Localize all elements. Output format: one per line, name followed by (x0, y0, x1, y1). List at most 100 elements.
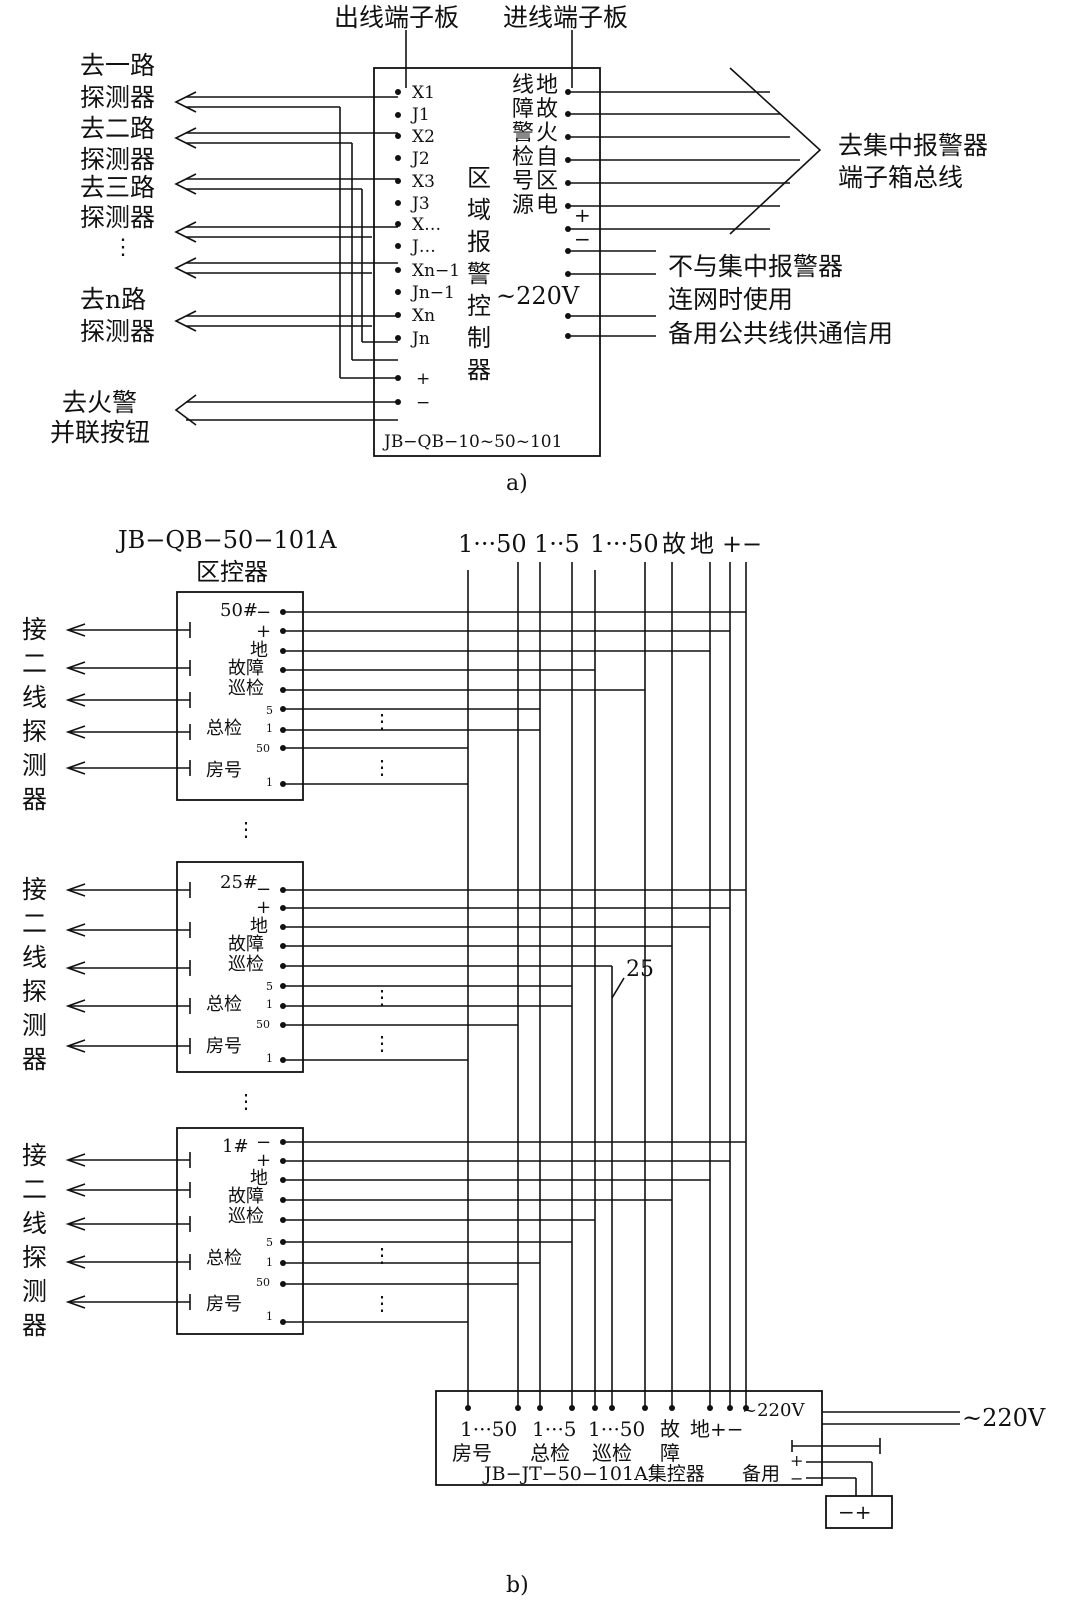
group-1-line2: 探测器 (80, 83, 155, 112)
left-terminal-labels: X1 J1 X2 J2 X3 J3 X… J… Xn−1 Jn−1 Xn Jn … (410, 83, 460, 413)
u1-lbl-2: 线 (22, 1209, 47, 1238)
terminal-x2: X2 (412, 127, 435, 147)
controller-name: 区 域 报 警 控 制 器 (467, 164, 491, 384)
u1-lbl-1: 二 (22, 1175, 47, 1204)
unit-50-n50: 50 (256, 742, 270, 755)
central-controller: 1···50 1···5 1···50 故 地+− ~220V 房号 总检 巡检… (435, 1390, 960, 1529)
header-out-terminal: 出线端子板 (334, 3, 459, 32)
group-1-line1: 去一路 (80, 51, 155, 80)
cc-mains: ~220V (742, 1400, 805, 1421)
group-n-line2: 探测器 (80, 317, 155, 346)
right-label-1-b: 故 (536, 97, 558, 122)
unit-25-patrol: 巡检 (228, 954, 264, 975)
unit-50-room: 房号 (206, 760, 242, 781)
diagram-b: JB−QB−50−101A 区控器 1···50 1··5 1···50 故 地… (22, 526, 1046, 1598)
unit-1-n1b: 1 (266, 1310, 273, 1323)
group-n-line1: 去n路 (80, 285, 146, 314)
terminal-j-ellipsis: J… (410, 237, 436, 257)
fire-button-line2: 并联按钮 (50, 418, 150, 447)
unit-25-n1b: 1 (266, 1052, 273, 1065)
cc-test-label: 总检 (530, 1441, 570, 1465)
cc-model: JB−JT−50−101A集控器 (482, 1463, 705, 1485)
bus-hdr-plus: + (722, 530, 742, 558)
terminal-j3: J3 (410, 194, 430, 214)
u50-lbl-4: 测 (22, 751, 47, 780)
cc-patrol-label: 巡检 (592, 1441, 632, 1465)
cc-test: 1···5 (532, 1417, 577, 1441)
unit-25-plus: + (256, 897, 271, 918)
u1-lbl-3: 探 (22, 1243, 47, 1272)
u50-lbl-0: 接 (22, 615, 47, 644)
power-label: ~220V (496, 282, 580, 310)
terminal-j1: J1 (410, 105, 430, 125)
unit-1-n1a: 1 (266, 1256, 273, 1269)
unit-50-dots-a: ⋮ (372, 709, 392, 733)
vertical-ellipsis: ⋮ (112, 235, 134, 260)
header-in-terminal: 进线端子板 (503, 3, 628, 32)
to-central-line2: 端子箱总线 (838, 163, 963, 192)
unit-50-minus: − (256, 602, 271, 623)
right-label-1-a: 障 (512, 97, 534, 122)
j-bus (339, 107, 398, 379)
terminal-plus: + (416, 369, 430, 389)
unit-25-id: 25# (220, 872, 258, 893)
unit-50-n1b: 1 (266, 776, 273, 789)
terminal-x1: X1 (412, 83, 435, 103)
terminal-jn: Jn (410, 329, 430, 349)
unit-25-ground: 地 (250, 916, 268, 937)
to-central-line1: 去集中报警器 (838, 131, 988, 160)
terminal-jn-1: Jn−1 (410, 283, 455, 303)
u25-lbl-1: 二 (22, 909, 47, 938)
u50-lbl-5: 器 (22, 785, 47, 814)
right-label-0-b: 地 (536, 73, 558, 98)
unit-50-id: 50# (220, 600, 258, 621)
model-a: JB−QB−10~50~101 (382, 432, 562, 452)
cc-batt-minus: − (790, 1469, 803, 1488)
battery-label: −+ (838, 1500, 872, 1524)
right-label-2-b: 火 (536, 121, 558, 146)
cc-ground-power: 地+− (690, 1417, 744, 1441)
unit-1-id: 1# (222, 1136, 249, 1157)
right-label-0-a: 线 (512, 73, 534, 98)
right-label-4-b: 区 (536, 169, 558, 194)
mains-label: ~220V (962, 1404, 1046, 1432)
terminal-minus: − (416, 393, 430, 413)
unit-1-ground: 地 (250, 1168, 268, 1189)
left-arrow-wires (174, 91, 398, 426)
right-minus: − (574, 227, 591, 251)
unit-1-left-label: 接 二 线 探 测 器 (22, 1141, 47, 1340)
terminal-j2: J2 (410, 149, 430, 169)
controller-char-5: 制 (467, 324, 491, 352)
unit-25-dots-b: ⋮ (372, 1031, 392, 1055)
terminal-xn-1: Xn−1 (412, 261, 460, 281)
unit-50-test: 总检 (206, 718, 242, 739)
u25-lbl-0: 接 (22, 875, 47, 904)
cc-room-label: 房号 (452, 1441, 492, 1465)
unit-25-room: 房号 (206, 1036, 242, 1057)
cc-fault: 故 (660, 1417, 680, 1441)
right-terminal-labels: 线地障故警火检自号区源电 (512, 73, 558, 218)
unit-50-ground: 地 (250, 640, 268, 661)
unit-1-fault: 故障 (228, 1186, 264, 1207)
u1-lbl-4: 测 (22, 1277, 47, 1306)
unit-1-dots-a: ⋮ (372, 1243, 392, 1267)
u25-lbl-2: 线 (22, 943, 47, 972)
fire-button-line1: 去火警 (62, 388, 137, 417)
right-label-5-a: 源 (512, 193, 534, 218)
u1-lbl-5: 器 (22, 1311, 47, 1340)
unit-50-n1a: 1 (266, 722, 273, 735)
model-top-name: 区控器 (196, 558, 268, 586)
unit-25: 25# − + 地 故障 巡检 总检 房号 5 1 50 1 ⋮ ⋮ (65, 861, 746, 1073)
spare-line-label: 备用公共线供通信用 (668, 319, 893, 348)
bus-hdr-test: 1··5 (534, 530, 580, 558)
right-label-3-a: 检 (512, 145, 534, 170)
right-label-3-b: 自 (536, 145, 558, 170)
unit-1-plus: + (256, 1150, 271, 1171)
controller-char-6: 器 (467, 356, 491, 384)
u25-lbl-3: 探 (22, 977, 47, 1006)
cc-spare: 备用 (742, 1463, 780, 1485)
cc-batt-plus: + (790, 1451, 803, 1470)
terminal-x-ellipsis: X… (412, 215, 441, 235)
u50-lbl-2: 线 (22, 683, 47, 712)
